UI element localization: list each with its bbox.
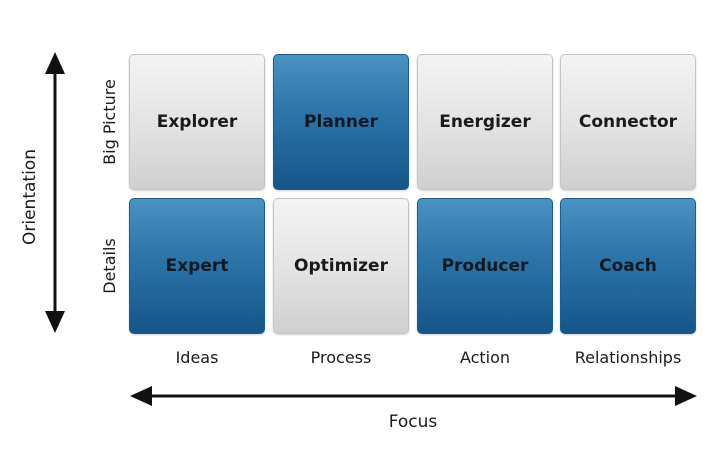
- cell-label: Producer: [441, 256, 529, 276]
- cell-expert: Expert: [129, 198, 265, 334]
- column-label-process: Process: [310, 348, 372, 367]
- cell-label: Expert: [165, 256, 229, 276]
- cell-planner: Planner: [273, 54, 409, 190]
- cell-energizer: Energizer: [417, 54, 553, 190]
- cell-explorer: Explorer: [129, 54, 265, 190]
- row-label-big-picture: Big Picture: [100, 79, 119, 165]
- column-label-action: Action: [459, 348, 511, 367]
- y-axis-title: Orientation: [20, 149, 40, 245]
- cell-coach: Coach: [560, 198, 696, 334]
- cell-label: Connector: [578, 112, 678, 132]
- cell-label: Planner: [304, 112, 378, 132]
- horizontal-double-arrow: [130, 386, 697, 406]
- cell-connector: Connector: [560, 54, 696, 190]
- column-label-ideas: Ideas: [175, 348, 219, 367]
- cell-producer: Producer: [417, 198, 553, 334]
- column-label-relationships: Relationships: [574, 348, 682, 367]
- row-label-details: Details: [100, 238, 119, 294]
- cell-label: Energizer: [439, 112, 531, 132]
- x-axis-title: Focus: [388, 412, 438, 432]
- vertical-double-arrow: [45, 52, 65, 333]
- cell-label: Optimizer: [294, 256, 388, 276]
- cell-label: Explorer: [156, 112, 238, 132]
- cell-label: Coach: [599, 256, 657, 276]
- cell-optimizer: Optimizer: [273, 198, 409, 334]
